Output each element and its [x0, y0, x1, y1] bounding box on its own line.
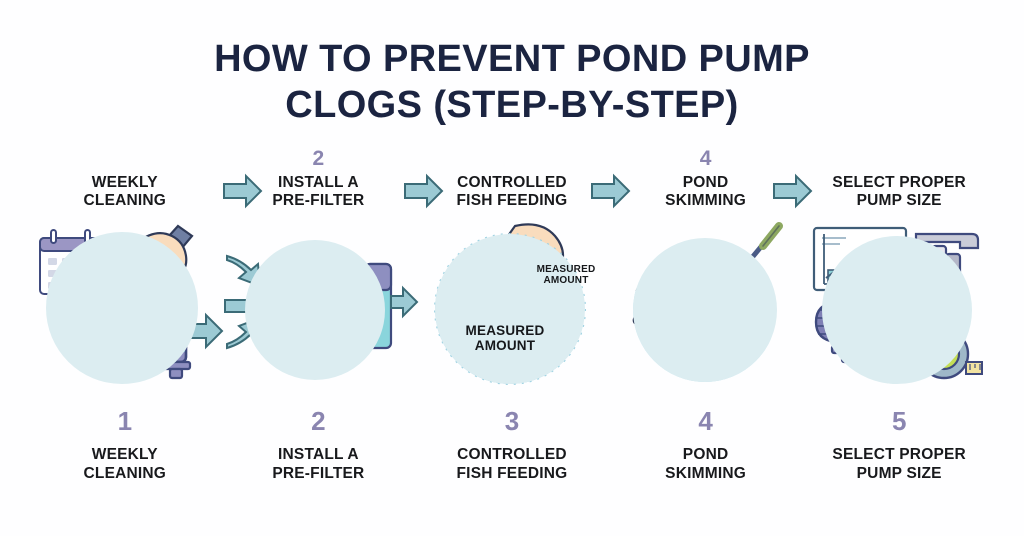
- title-line-2: CLOGS (STEP-BY-STEP): [285, 84, 739, 127]
- step-3-heading: CONTROLLED FISH FEEDING: [457, 148, 568, 218]
- legend-number-4: 4: [698, 406, 713, 436]
- step-2-heading: 2 INSTALL A PRE-FILTER: [272, 148, 364, 218]
- step-3-top-label: CONTROLLED FISH FEEDING: [456, 174, 568, 210]
- step-4[interactable]: 4 POND SKIMMING: [609, 148, 803, 408]
- pump-outflow-arrow-icon: [390, 285, 419, 319]
- pump-brush-calendar-icon: [32, 220, 224, 392]
- step-5-heading: SELECT PROPER PUMP SIZE: [832, 148, 966, 218]
- legend-item-2[interactable]: 2 INSTALL A PRE-FILTER: [222, 408, 416, 483]
- step-2[interactable]: 2 INSTALL A PRE-FILTER: [222, 148, 419, 408]
- legend-label-3: CONTROLLED FISH FEEDING: [456, 446, 568, 482]
- page-title: HOW TO PREVENT POND PUMP CLOGS (STEP-BY-…: [0, 36, 1024, 129]
- legend-label-1: WEEKLY CLEANING: [83, 446, 167, 482]
- step-1-top-label: WEEKLY CLEANING: [83, 174, 167, 210]
- step-4-heading: 4 POND SKIMMING: [665, 148, 746, 218]
- step-4-top-number: 4: [699, 147, 712, 170]
- step-5-top-label: SELECT PROPER PUMP SIZE: [832, 174, 966, 210]
- step-3[interactable]: CONTROLLED FISH FEEDING: [415, 148, 609, 408]
- step-2-top-number: 2: [312, 147, 325, 170]
- legend-row: 1 WEEKLY CLEANING 2 INSTALL A PRE-FILTER…: [28, 408, 996, 483]
- title-line-1: HOW TO PREVENT POND PUMP: [214, 38, 810, 80]
- measured-amount-underwater-label: MEASURED AMOUNT: [465, 323, 545, 353]
- legend-number-2: 2: [311, 406, 326, 436]
- step-1[interactable]: WEEKLY CLEANING: [28, 148, 224, 408]
- arrow-step4-to-step5: [772, 173, 814, 209]
- legend-item-5[interactable]: 5 SELECT PROPER PUMP SIZE: [802, 408, 996, 483]
- arrow-step2-to-step3: [403, 173, 445, 209]
- legend-item-4[interactable]: 4 POND SKIMMING: [609, 408, 803, 483]
- steps-row: WEEKLY CLEANING: [28, 148, 996, 408]
- step-2-top-label: INSTALL A PRE-FILTER: [272, 174, 365, 210]
- sponge-prefilter-icon: [224, 220, 419, 392]
- pump-sizing-chart-icon: [806, 220, 992, 392]
- hand-feeding-water-icon: MEASURED AMOUNT MEASURED AMOUNT: [419, 220, 605, 392]
- legend-item-3[interactable]: 3 CONTROLLED FISH FEEDING: [415, 408, 609, 483]
- legend-number-1: 1: [117, 406, 133, 436]
- step-5[interactable]: SELECT PROPER PUMP SIZE: [802, 148, 996, 408]
- arrow-step3-to-step4: [590, 173, 632, 209]
- legend-label-2: INSTALL A PRE-FILTER: [272, 446, 365, 482]
- legend-label-4: POND SKIMMING: [665, 446, 746, 482]
- step-1-heading: WEEKLY CLEANING: [84, 148, 167, 218]
- legend-item-1[interactable]: 1 WEEKLY CLEANING: [28, 408, 222, 483]
- arrow-step1-to-step2: [222, 173, 264, 209]
- legend-number-5: 5: [891, 406, 907, 436]
- skimmer-net-icon: [613, 220, 799, 392]
- legend-number-3: 3: [504, 406, 520, 436]
- measured-amount-callout: MEASURED AMOUNT: [536, 264, 596, 286]
- step-4-top-label: POND SKIMMING: [665, 174, 746, 210]
- legend-label-5: SELECT PROPER PUMP SIZE: [832, 446, 966, 482]
